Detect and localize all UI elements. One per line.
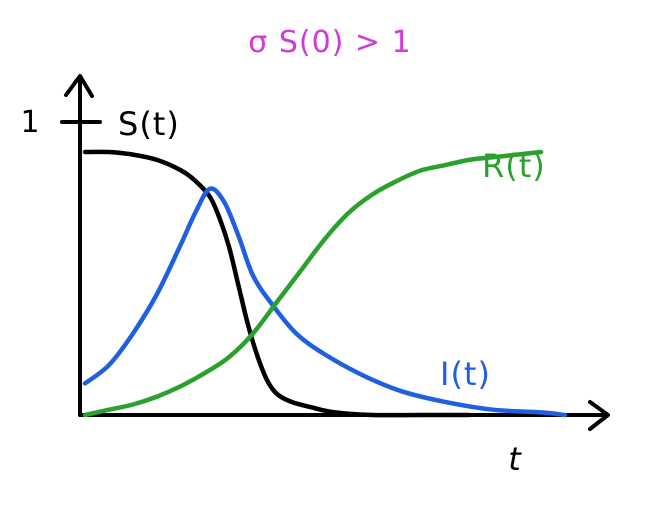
x-axis-arrowhead	[588, 400, 610, 431]
y-tick-label-1: 1	[20, 105, 39, 140]
series-label-s: S(t)	[118, 105, 180, 143]
series-label-i: I(t)	[440, 355, 491, 393]
series-line-r	[82, 149, 544, 418]
series-label-r: R(t)	[482, 147, 546, 185]
series-line-i	[82, 186, 568, 418]
x-axis-label: t	[508, 440, 522, 478]
y-axis-arrowhead	[64, 74, 94, 98]
series-layer	[82, 149, 568, 418]
chart-title: σ S(0) > 1	[248, 25, 411, 60]
series-line-s	[82, 149, 472, 418]
